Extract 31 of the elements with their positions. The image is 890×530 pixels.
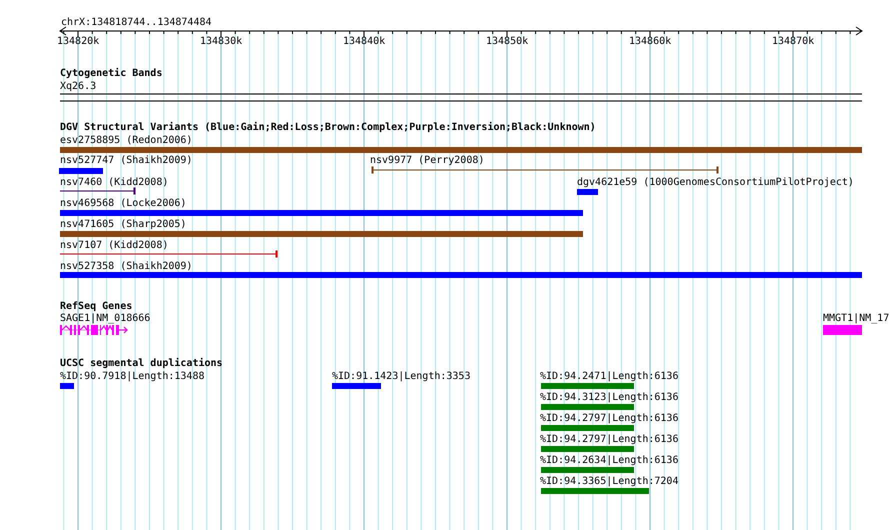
feature-label: nsv469568 (Locke2006): [60, 198, 186, 209]
feature-label: MMGT1|NM_17: [823, 313, 890, 324]
tick-label: 134850k: [486, 36, 528, 47]
feature-label: SAGE1|NM_018666: [60, 313, 150, 324]
coord-label: chrX:134818744..134874484: [61, 17, 212, 28]
band-label: Xq26.3: [60, 81, 96, 92]
feature-label: %ID:94.3365|Length:7204: [540, 476, 678, 487]
feature-label: nsv527747 (Shaikh2009): [60, 155, 192, 166]
feature-label: nsv527358 (Shaikh2009): [60, 261, 192, 272]
feature-label: %ID:94.2797|Length:6136: [540, 413, 678, 424]
tick-label: 134820k: [57, 36, 100, 47]
track-title: DGV Structural Variants (Blue:Gain;Red:Loss;Brown:Complex;Purple:Inversion;Black:Unknown): [60, 122, 596, 133]
feature-label: %ID:94.3123|Length:6136: [540, 392, 678, 403]
feature-label: nsv471605 (Sharp2005): [60, 219, 186, 230]
track-title: Cytogenetic Bands: [60, 68, 162, 79]
feature-label: nsv9977 (Perry2008): [370, 155, 484, 166]
feature-label: dgv4621e59 (1000GenomesConsortiumPilotProject): [577, 177, 854, 188]
feature-label: %ID:94.2797|Length:6136: [540, 434, 678, 445]
feature-label: %ID:94.2634|Length:6136: [540, 455, 678, 466]
tick-label: 134860k: [629, 36, 672, 47]
tick-label: 134830k: [200, 36, 242, 47]
feature-label: nsv7107 (Kidd2008): [60, 240, 168, 251]
tick-label: 134840k: [343, 36, 386, 47]
feature-label: esv2758895 (Redon2006): [60, 135, 192, 146]
track-title: RefSeq Genes: [60, 301, 132, 312]
feature-label: %ID:91.1423|Length:3353: [332, 371, 470, 382]
tick-label: 134870k: [772, 36, 814, 47]
feature-label: %ID:90.7918|Length:13488: [60, 371, 204, 382]
feature-label: %ID:94.2471|Length:6136: [540, 371, 678, 382]
track-title: UCSC segmental duplications: [60, 358, 223, 369]
feature-label: nsv7460 (Kidd2008): [60, 177, 168, 188]
